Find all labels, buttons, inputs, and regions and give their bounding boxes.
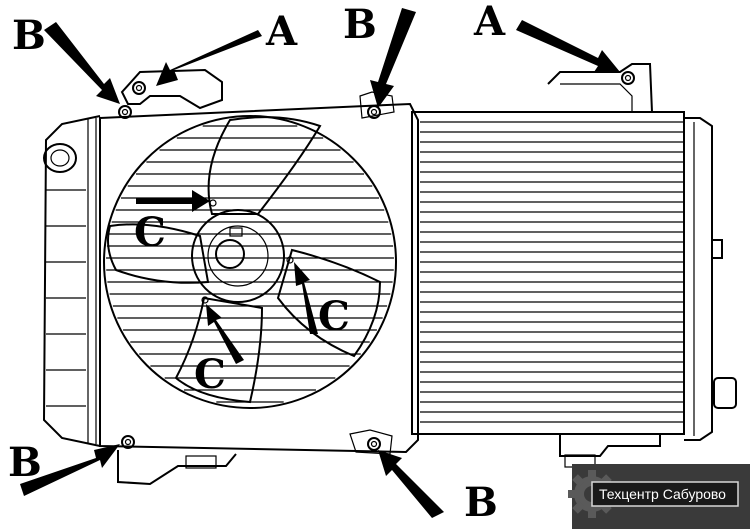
watermark-text: Техцентр Сабурово — [599, 486, 726, 502]
label-b-bottom-center: B — [464, 479, 498, 526]
label-b-top-center: B — [343, 1, 377, 48]
label-b-bottom-left: B — [8, 439, 42, 486]
label-b-top-left: B — [12, 12, 46, 59]
arrow-c-upper-left — [136, 190, 210, 212]
label-a-right: A — [473, 0, 506, 45]
arrow-b-bottom-left — [20, 444, 120, 496]
arrow-b-bottom-center — [378, 450, 444, 518]
label-c-right: C — [318, 293, 350, 340]
label-a-left: A — [265, 8, 298, 55]
mounting-bolts — [118, 71, 635, 451]
fan-shroud — [99, 68, 419, 486]
arrow-c-lower-left — [206, 304, 244, 364]
arrow-a-right — [516, 20, 620, 72]
callout-arrows — [20, 8, 620, 518]
cooling-fan — [103, 115, 397, 409]
radiator-left-tank — [42, 115, 101, 447]
radiator-core — [411, 63, 737, 468]
arrow-b-top-left — [44, 22, 120, 104]
label-c-lower-left: C — [194, 351, 226, 398]
watermark: Техцентр Сабурово — [568, 464, 750, 529]
arrow-c-right — [294, 262, 318, 334]
arrow-a-left — [156, 30, 262, 86]
arrow-b-top-center — [370, 8, 416, 108]
label-c-upper-left: C — [134, 209, 166, 256]
